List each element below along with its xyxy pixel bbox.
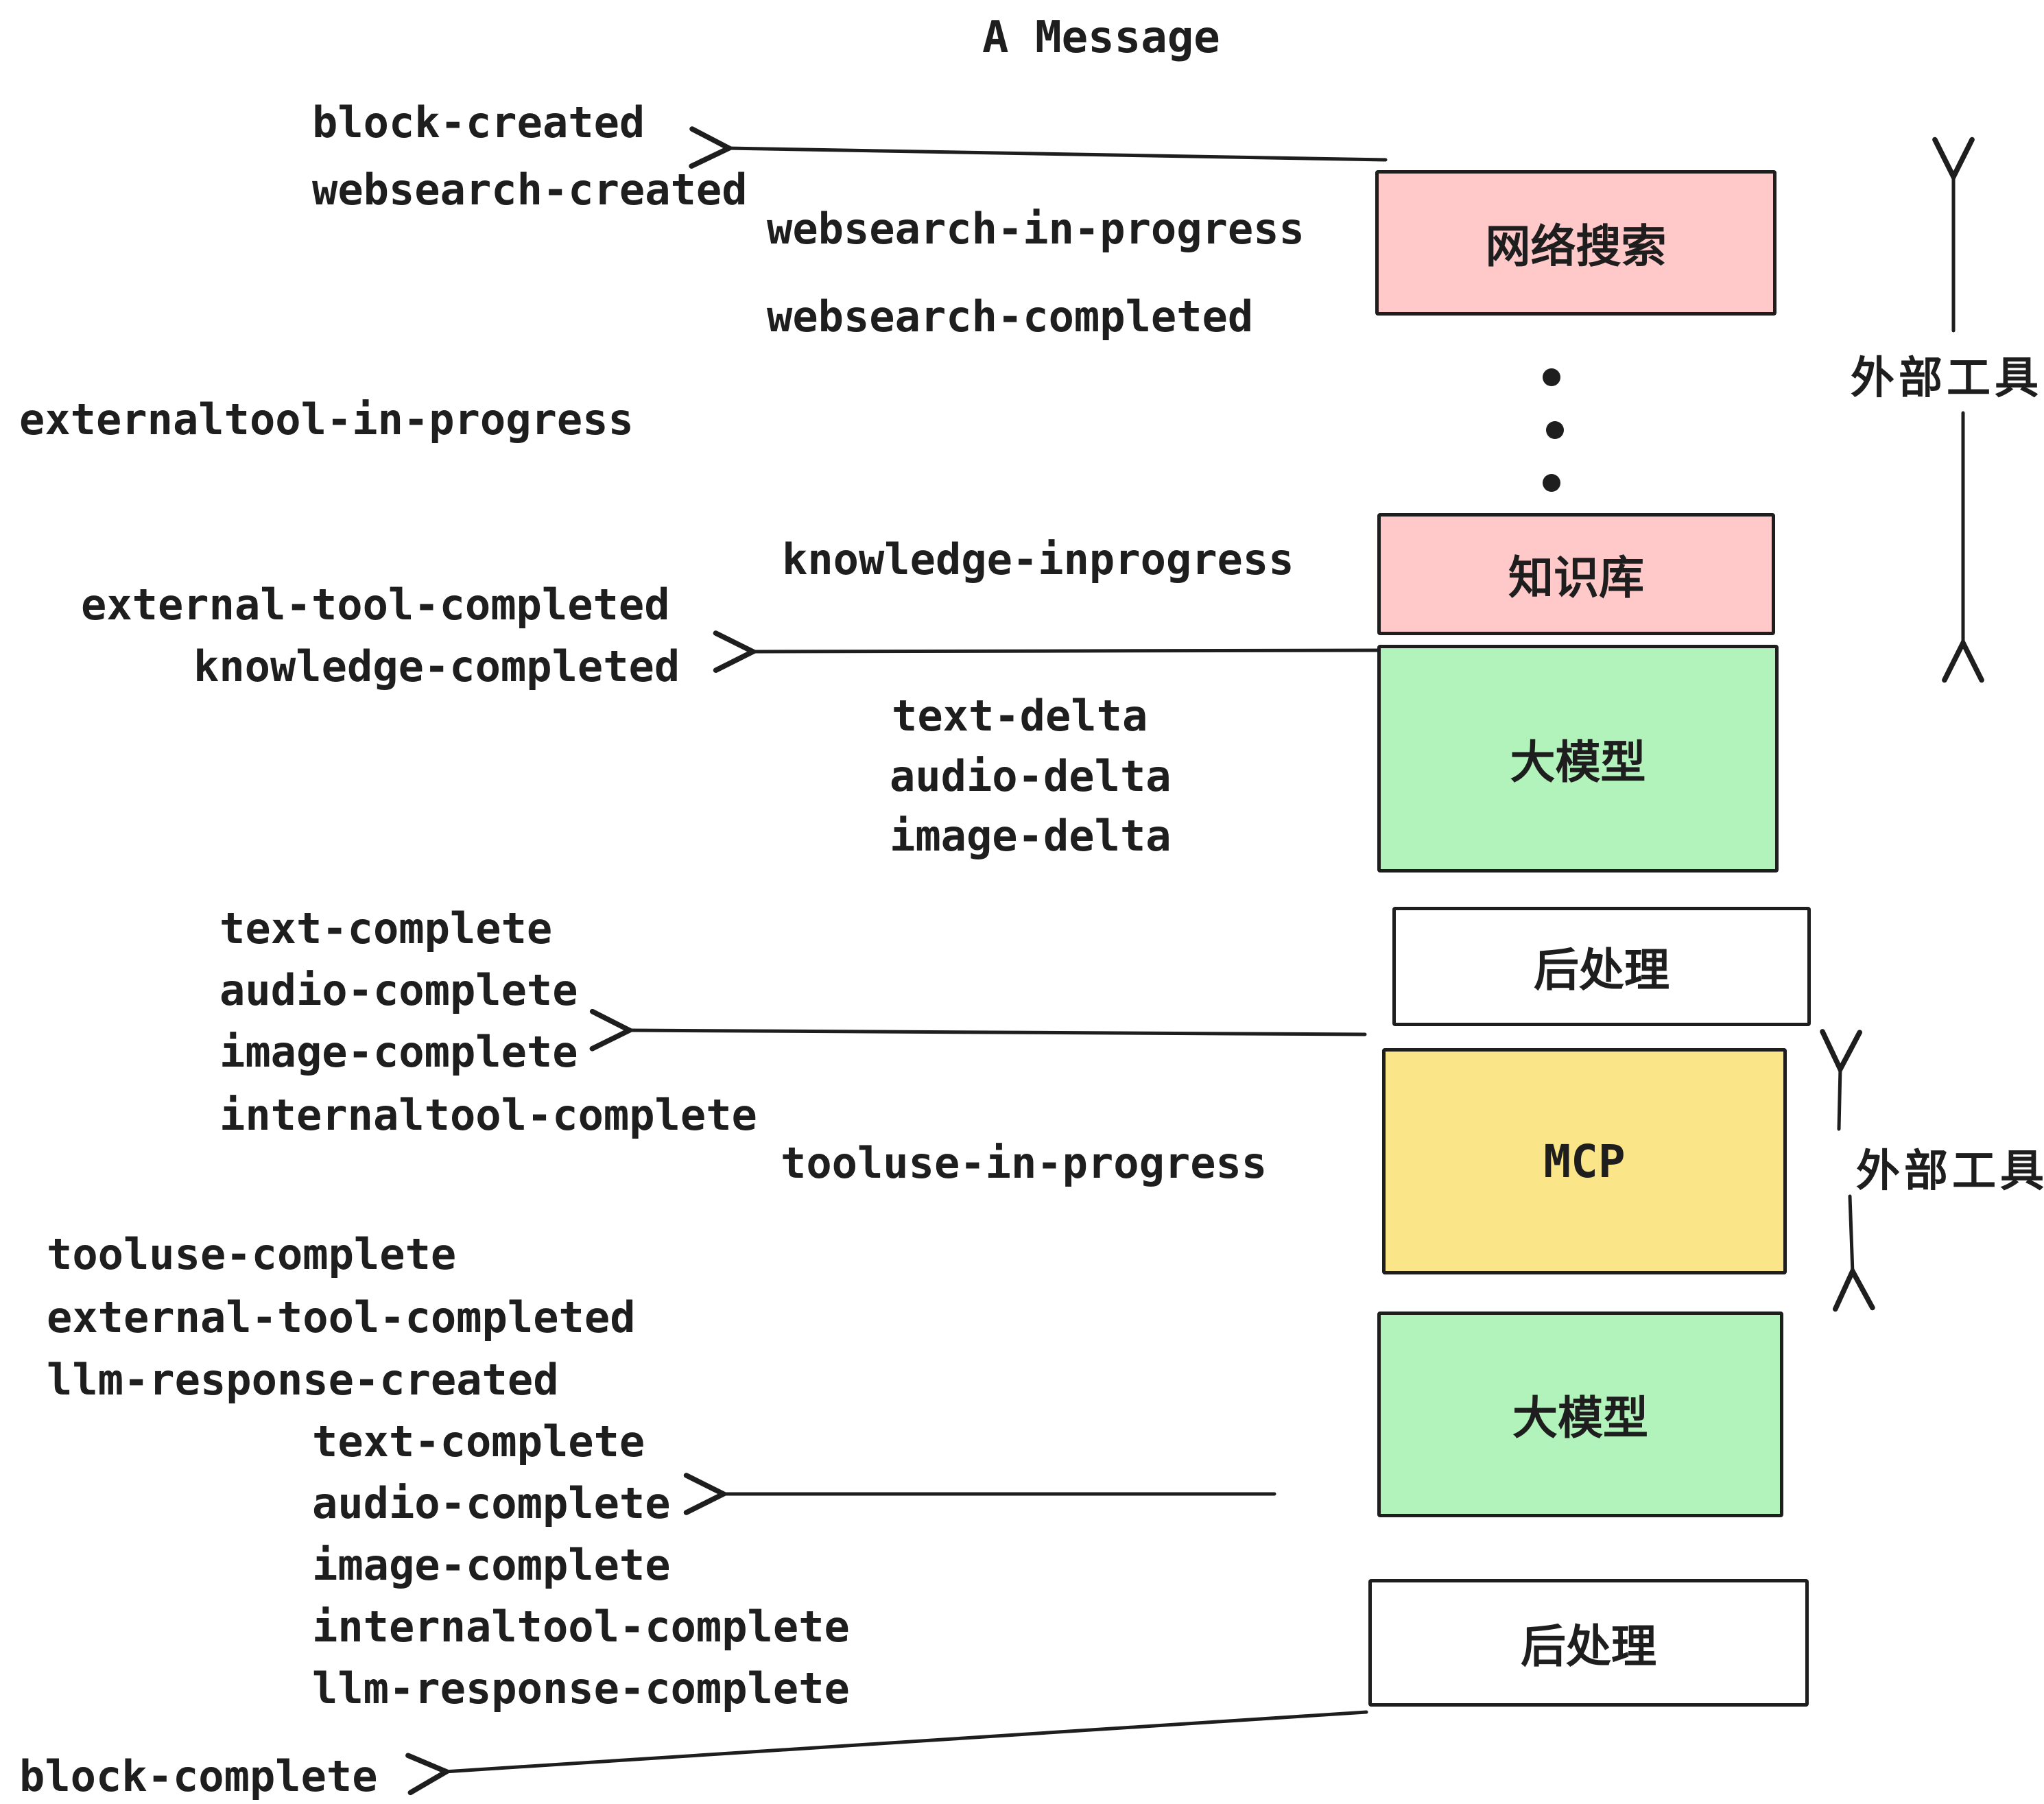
external-tools-up-arrow-2 [1839,1067,1840,1131]
event-audio-delta-1: audio-delta [890,751,1172,801]
arrow-llm1-to-image-complete [628,1030,1367,1034]
event-knowledge-completed: knowledge-completed [193,641,680,691]
event-tooluse-complete: tooluse-complete [47,1229,457,1279]
event-image-delta-1: image-delta [890,811,1172,861]
arrow-post2-to-block-complete [444,1710,1368,1772]
box-postprocess-2: 后处理 [1368,1579,1809,1707]
diagram-title: A Message [982,12,1220,63]
event-text-delta-1: text-delta [892,691,1148,741]
event-audio-complete-2: audio-complete [312,1478,671,1528]
box-knowledge-label: 知识库 [1508,551,1644,604]
box-mcp: MCP [1382,1048,1787,1274]
ellipsis-dots [1543,368,1564,492]
box-llm-2-label: 大模型 [1512,1392,1648,1445]
event-llm-response-complete: llm-response-complete [312,1663,850,1713]
event-knowledge-inprogress: knowledge-inprogress [782,534,1294,584]
event-external-tool-completed-2: external-tool-completed [47,1292,636,1342]
box-mcp-label: MCP [1543,1135,1626,1188]
event-audio-complete-1: audio-complete [219,965,578,1015]
arrow-knowledge-to-knowledge-completed [751,650,1393,652]
event-block-created: block-created [312,97,645,147]
box-knowledge: 知识库 [1377,513,1775,635]
event-llm-response-created: llm-response-created [47,1355,559,1405]
event-image-complete-2: image-complete [312,1540,671,1590]
event-websearch-in-progress: websearch-in-progress [767,204,1305,254]
event-internaltool-complete-2: internaltool-complete [312,1602,850,1652]
box-postprocess-1: 后处理 [1392,907,1811,1026]
side-label-external-tools-2: 外部工具 [1856,1146,2044,1197]
event-text-complete-1: text-complete [219,903,553,953]
box-websearch-label: 网络搜索 [1485,220,1667,273]
event-internaltool-complete-1: internaltool-complete [219,1090,757,1140]
box-postprocess-2-label: 后处理 [1521,1620,1656,1673]
external-tools-down-arrow-2 [1850,1194,1853,1273]
box-llm-2: 大模型 [1377,1312,1783,1517]
event-websearch-created: websearch-created [312,165,748,215]
event-image-complete-1: image-complete [219,1027,578,1077]
box-llm-1: 大模型 [1377,645,1779,873]
event-block-complete: block-complete [19,1751,378,1801]
box-llm-1-label: 大模型 [1510,736,1646,789]
event-websearch-completed: websearch-completed [767,292,1254,342]
event-tooluse-in-progress: tooluse-in-progress [781,1138,1268,1188]
box-postprocess-1-label: 后处理 [1534,944,1669,997]
arrow-websearch-to-block-created [727,148,1388,160]
event-text-complete-2: text-complete [312,1416,645,1467]
side-label-external-tools-1: 外部工具 [1851,353,2043,404]
event-external-tool-completed-1: external-tool-completed [81,580,670,630]
box-websearch: 网络搜索 [1375,170,1776,316]
event-externaltool-in-progress: externaltool-in-progress [19,394,634,444]
